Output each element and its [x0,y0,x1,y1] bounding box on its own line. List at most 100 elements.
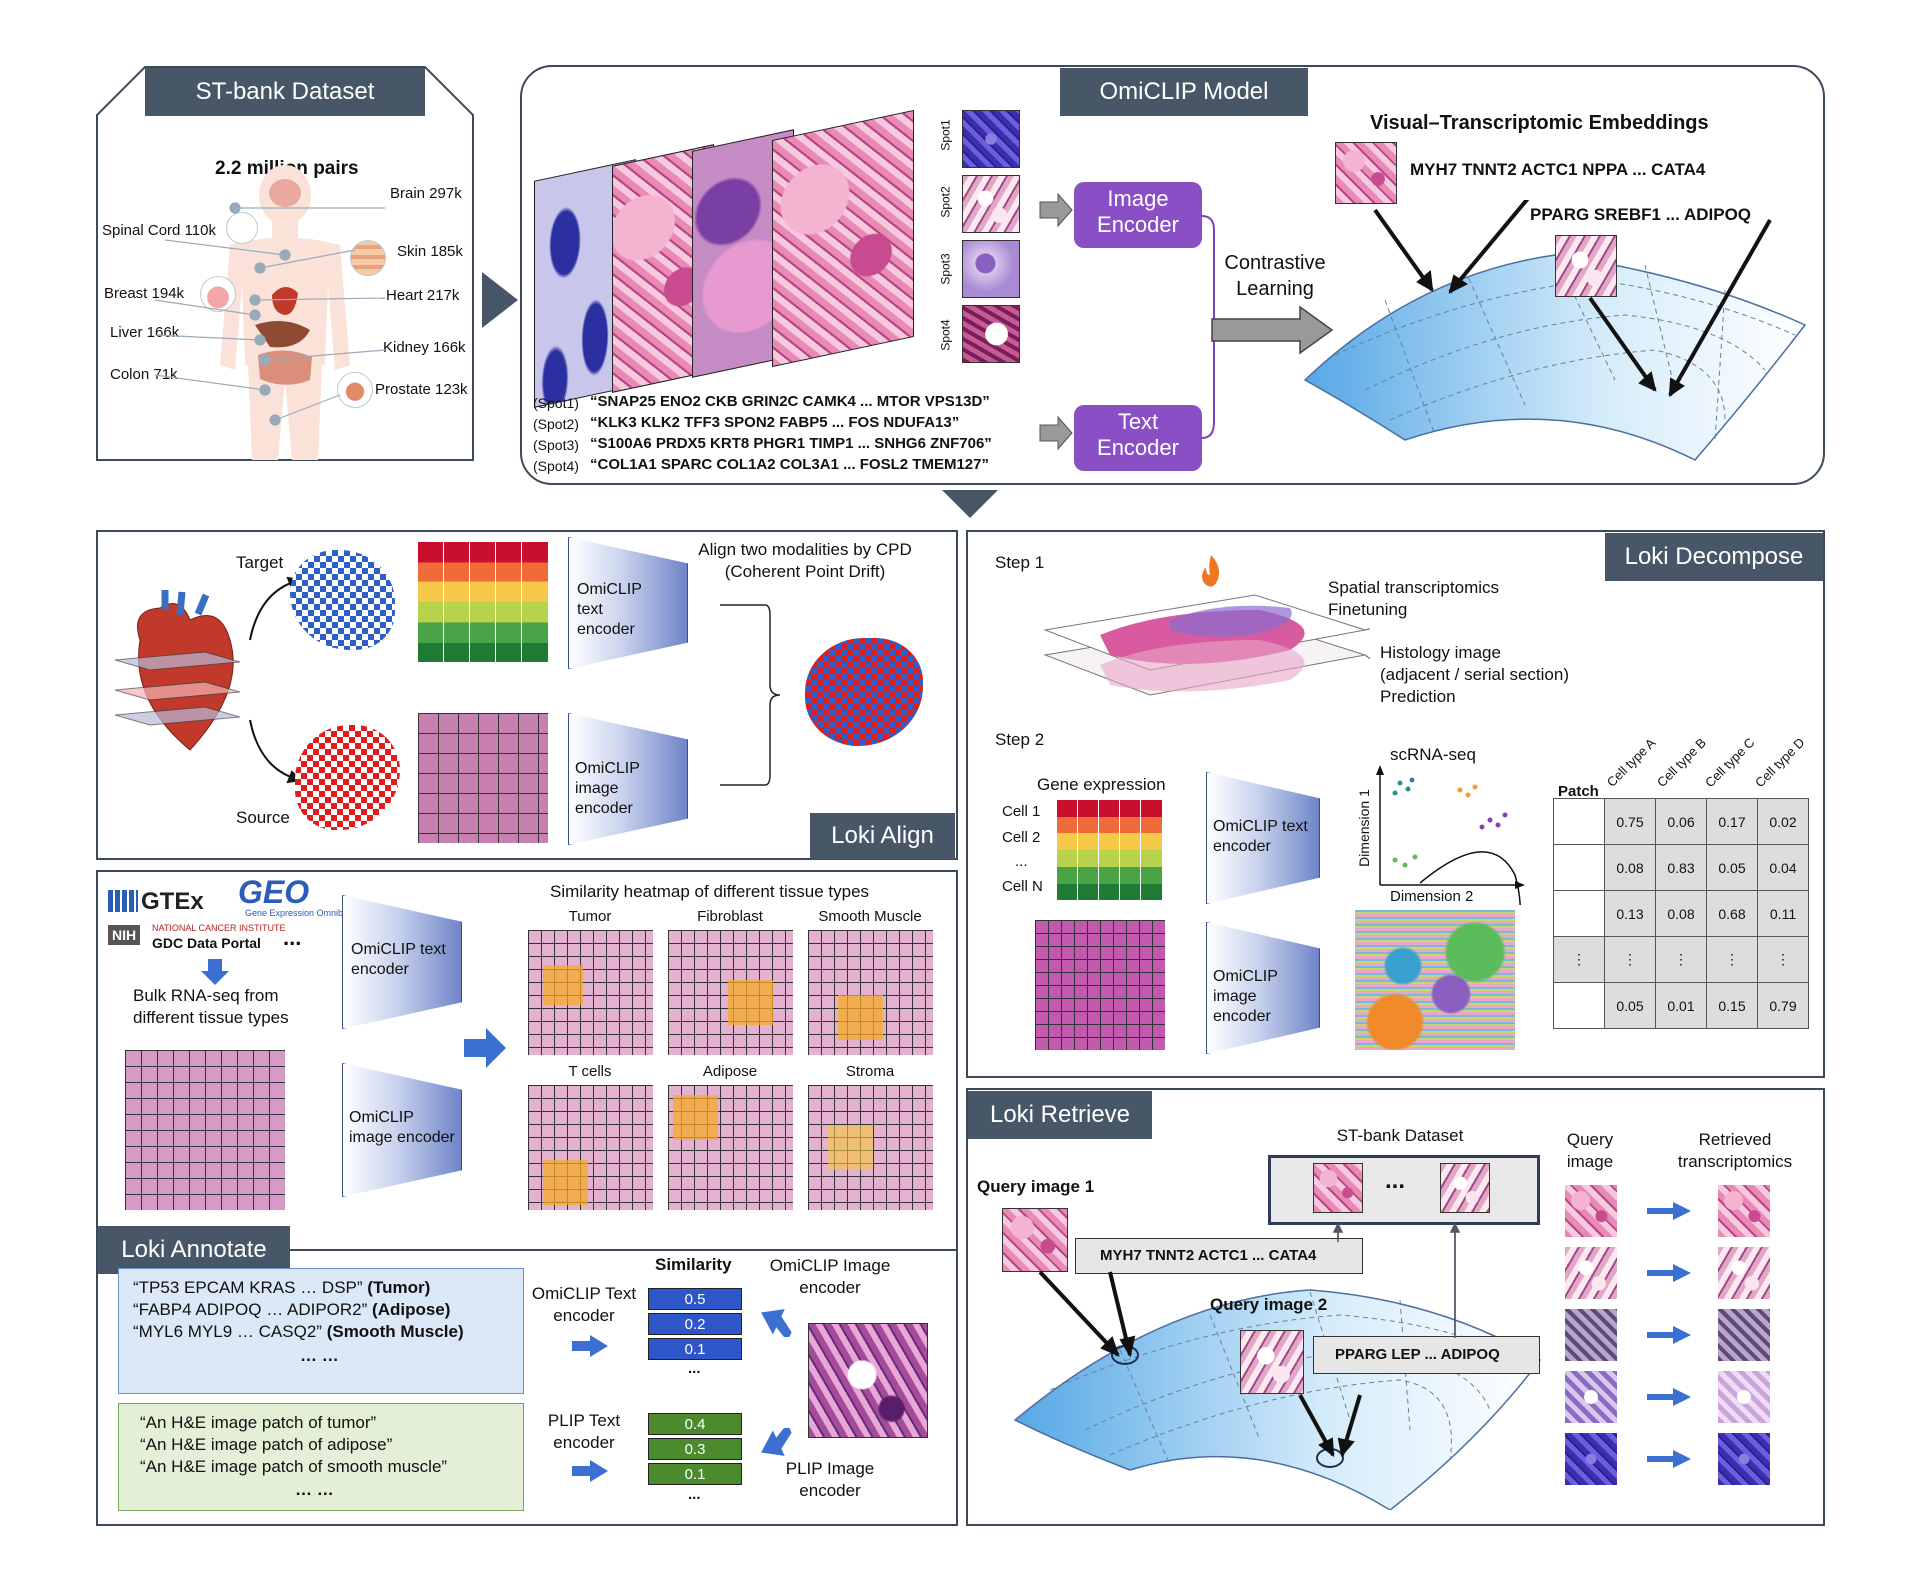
gene-prompt-1: “TP53 EPCAM KRAS … DSP” (Tumor) [133,1278,431,1297]
skin-icon [350,240,386,276]
query-image-1: Query image 1 [977,1177,1095,1196]
annotate-divider [96,1249,958,1251]
gene-prompt-2: “FABP4 ADIPOQ … ADIPOR2” (Adipose) [133,1300,451,1319]
geo-logo: GEO [238,874,310,910]
heart-icon [114,590,241,751]
tissue-fibroblast: Fibroblast [697,908,763,925]
retrieve-tag: Loki Retrieve [968,1091,1152,1139]
heat-stroma [808,1085,933,1210]
retrieve-arrows [1647,1202,1691,1468]
annotate-grid-image [125,1050,285,1210]
align-title-2: (Coherent Point Drift) [724,562,886,581]
tissue-tcells: T cells [568,1063,612,1080]
spot-tile-4 [962,305,1020,363]
gtex-logo [108,890,138,912]
query-thumb [1565,1309,1617,1361]
align-title-1: Align two modalities by CPD [698,540,912,559]
align-grid-image [418,713,548,843]
similarity-label: Similarity [655,1255,732,1274]
sentence-text-2: “KLK3 KLK2 TFF3 SPON2 FABP5 ... FOS NDUF… [590,414,960,431]
table-row: ⋮⋮⋮⋮⋮ [1553,936,1809,983]
retrieve-stbank-label: ST-bank Dataset [1336,1126,1464,1145]
blue-arrow-icon [761,1309,792,1337]
heat-smooth [808,930,933,1055]
sentence-text-1: “SNAP25 ENO2 CKB GRIN2C CAMK4 ... MTOR V… [590,393,990,410]
retrieve-genes-1-box [1075,1238,1363,1274]
step-1: Step 1 [995,553,1045,572]
down-arrow-icon [201,959,229,985]
scrna-label: scRNA-seq [1390,745,1476,764]
nci-line-1: NATIONAL CANCER INSTITUTE [152,923,286,933]
sim-plip-2: 0.3 [648,1438,742,1460]
stbank-tag: ST-bank Dataset [145,68,425,116]
query-thumb [1565,1185,1617,1237]
sentence-label-4: (Spot4) [533,458,579,474]
organ-kidney: Kidney 166k [383,339,466,356]
sim-omiclip-1: 0.5 [648,1288,742,1310]
patch-thumb [1553,890,1605,937]
align-source: Source [236,808,290,827]
scrna-scatter [1376,765,1525,905]
heat-tumor [528,930,653,1055]
spot-tile-3 [962,240,1020,298]
image-encoder-box: Image Encoder [1074,182,1202,248]
align-heatmap [418,542,548,662]
spot-label-4: Spot4 [938,319,953,351]
heat-adipose [668,1085,793,1210]
contrastive-arrow-icon [1211,305,1334,355]
hist-line-2: (adjacent / serial section) [1380,665,1569,684]
fire-icon [1202,555,1220,587]
dim-1-label: Dimension 1 [1355,789,1372,867]
query-tile-1 [1002,1208,1068,1272]
st-line-2: Finetuning [1328,600,1408,619]
sentence-label-2: (Spot2) [533,416,579,432]
decomp-grid-image [1035,920,1165,1050]
gene-expr-label: Gene expression [1037,775,1166,794]
spot-label-3: Spot3 [938,253,953,285]
text-prompt-1: “An H&E image patch of tumor” [140,1413,377,1432]
spot-label-2: Spot2 [938,186,953,218]
plip-img-enc-label: PLIP Image encoder [785,1459,875,1501]
arrow-right-icon [482,272,518,328]
organ-prostate: Prostate 123k [375,381,468,398]
spot-tile-2 [962,175,1020,233]
prostate-icon [337,372,373,408]
organ-breast: Breast 194k [104,285,185,302]
bulk-line-1: Bulk RNA-seq from [133,986,279,1005]
sim-omiclip-2: 0.2 [648,1313,742,1335]
blue-arrow-icon [464,1028,506,1068]
arrow-down-icon [942,490,998,518]
spot-label-1: Spot1 [938,119,953,151]
patch-thumb [1553,844,1605,891]
embed-he-tile-2 [1555,235,1617,297]
slide-4 [772,109,914,368]
st-line-1: Spatial transcriptomics [1328,578,1500,597]
gene-prompt-box [118,1268,524,1394]
retrieved-thumb [1718,1185,1770,1237]
cell-dots: ... [1015,853,1028,870]
organ-leaders [154,202,386,426]
embed-genes-1: MYH7 TNNT2 ACTC1 NPPA ... CATA4 [1410,160,1706,179]
heat-title: Similarity heatmap of different tissue t… [550,882,870,901]
sentence-text-3: “S100A6 PRDX5 KRT8 PHGR1 TIMP1 ... SNHG6… [590,435,992,452]
heat-tcells [528,1085,653,1210]
query-header-2: image [1566,1152,1614,1171]
step-2: Step 2 [995,730,1045,749]
stbank-dots: ... [1385,1167,1406,1194]
sim-omiclip-3: 0.1 [648,1338,742,1360]
gene-prompt-more: … … [300,1346,339,1365]
blue-arrow-icon [572,1335,608,1357]
query-thumb [1565,1371,1617,1423]
text-encoder-box: Text Encoder [1074,405,1202,471]
text-prompt-box [118,1403,524,1511]
stbank-tile-1 [1313,1163,1363,1213]
geo-sub: Gene Expression Omnibus [245,908,353,918]
cell-2: Cell 2 [1002,829,1041,846]
retrieved-thumb [1718,1433,1770,1485]
tissue-stroma: Stroma [845,1063,895,1080]
query-thumb [1565,1433,1617,1485]
retrieve-up-arrows [1332,1222,1461,1334]
